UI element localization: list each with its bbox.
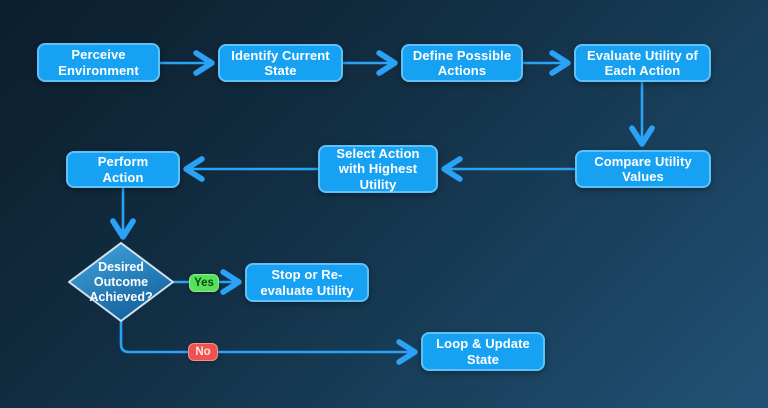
node-define-possible-actions: Define Possible Actions [401,44,523,82]
decision-diamond-label: Desired Outcome Achieved? [89,259,153,304]
node-compare-utility-values: Compare Utility Values [575,150,711,188]
node-stop-or-reevaluate: Stop or Re- evaluate Utility [245,263,369,302]
node-evaluate-utility: Evaluate Utility of Each Action [574,44,711,82]
decision-diamond [68,242,174,322]
edge-label-no: No [188,343,218,361]
edge-label-yes: Yes [189,274,219,292]
node-perform-action: Perform Action [66,151,180,188]
node-select-action-highest-utility: Select Action with Highest Utility [318,145,438,193]
node-perceive-environment: Perceive Environment [37,43,160,82]
arrow-decision-no-to-loop [119,319,418,365]
node-loop-update-state: Loop & Update State [421,332,545,371]
node-identify-current-state: Identify Current State [218,44,343,82]
